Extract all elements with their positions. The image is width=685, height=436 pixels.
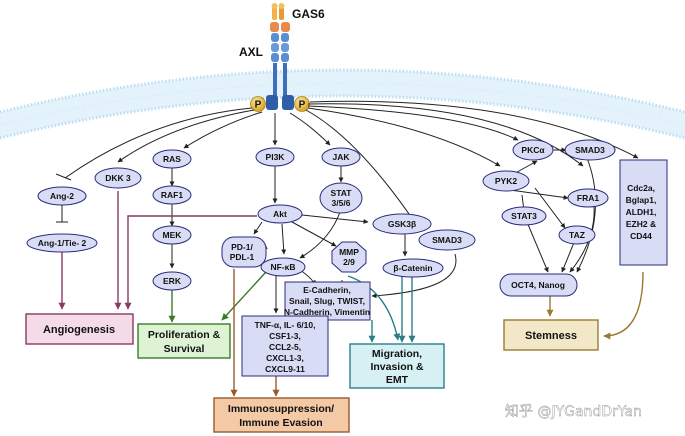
svg-text:Immune Evasion: Immune Evasion bbox=[239, 417, 322, 429]
svg-text:Migration,: Migration, bbox=[372, 348, 422, 360]
node-akt: Akt bbox=[257, 204, 303, 224]
node-taz: TAZ bbox=[558, 225, 596, 245]
node-smad3-mid: SMAD3 bbox=[418, 229, 476, 251]
svg-text:Snail, Slug, TWIST,: Snail, Slug, TWIST, bbox=[289, 296, 365, 306]
svg-text:Proliferation &: Proliferation & bbox=[148, 329, 221, 341]
svg-text:JAK: JAK bbox=[332, 152, 350, 162]
svg-text:RAS: RAS bbox=[163, 154, 181, 164]
svg-text:E-Cadherin,: E-Cadherin, bbox=[303, 285, 351, 295]
svg-text:PKCα: PKCα bbox=[521, 145, 545, 155]
node-oct4-nanog: OCT4, Nanog bbox=[499, 273, 578, 297]
svg-text:STAT3: STAT3 bbox=[511, 211, 537, 221]
svg-text:PDL-1: PDL-1 bbox=[230, 252, 255, 262]
node-dkk3: DKK 3 bbox=[94, 167, 142, 189]
svg-text:TNF-α, IL- 6/10,: TNF-α, IL- 6/10, bbox=[255, 320, 316, 330]
svg-text:PYK2: PYK2 bbox=[495, 176, 517, 186]
svg-text:GSK3β: GSK3β bbox=[388, 219, 416, 229]
svg-text:PD-1/: PD-1/ bbox=[231, 242, 253, 252]
edges-black bbox=[55, 100, 639, 314]
node-cytokines: TNF-α, IL- 6/10,CSF1-3,CCL2-5,CXCL1-3,CX… bbox=[241, 315, 329, 377]
phospho-right: P bbox=[294, 96, 310, 112]
node-pkca: PKCα bbox=[512, 139, 554, 161]
node-gsk3b: GSK3β bbox=[372, 213, 432, 235]
svg-text:Survival: Survival bbox=[164, 343, 205, 355]
node-stat3: STAT3 bbox=[501, 206, 547, 226]
svg-text:CXCL9-11: CXCL9-11 bbox=[265, 364, 305, 374]
svg-text:Ang-2: Ang-2 bbox=[50, 191, 74, 201]
node-mek: MEK bbox=[152, 225, 192, 245]
svg-text:ALDH1,: ALDH1, bbox=[626, 207, 657, 217]
svg-text:Cdc2a,: Cdc2a, bbox=[627, 183, 655, 193]
node-emt-markers: E-Cadherin,Snail, Slug, TWIST,N-Cadherin… bbox=[284, 281, 371, 321]
nodes: Ang-2 Ang-1/Tie- 2 DKK 3 RAS RAF1 MEK ER… bbox=[26, 139, 668, 377]
outcomes: Angiogenesis Proliferation & Survival Mig… bbox=[25, 313, 599, 433]
svg-text:Ang-1/Tie- 2: Ang-1/Tie- 2 bbox=[38, 238, 87, 248]
gas6-label: GAS6 bbox=[292, 7, 325, 21]
node-bcatenin: β-Catenin bbox=[382, 258, 444, 278]
svg-text:3/5/6: 3/5/6 bbox=[332, 198, 351, 208]
node-pdl1: PD-1/PDL-1 bbox=[221, 236, 267, 268]
svg-text:FRA1: FRA1 bbox=[577, 193, 599, 203]
svg-text:Immunosuppression/: Immunosuppression/ bbox=[228, 403, 334, 415]
axl-label: AXL bbox=[239, 45, 263, 59]
svg-text:CXCL1-3,: CXCL1-3, bbox=[266, 353, 304, 363]
svg-text:PI3K: PI3K bbox=[266, 152, 286, 162]
svg-text:TAZ: TAZ bbox=[569, 230, 585, 240]
phospho-left: P bbox=[250, 96, 266, 112]
svg-text:2/9: 2/9 bbox=[343, 257, 355, 267]
node-fra1: FRA1 bbox=[567, 188, 609, 208]
svg-text:CSF1-3,: CSF1-3, bbox=[269, 331, 301, 341]
svg-text:SMAD3: SMAD3 bbox=[575, 145, 605, 155]
svg-text:RAF1: RAF1 bbox=[161, 190, 183, 200]
node-ras: RAS bbox=[152, 149, 192, 169]
outcome-proliferation: Proliferation & Survival bbox=[137, 323, 231, 359]
svg-text:EZH2 &: EZH2 & bbox=[626, 219, 656, 229]
node-jak: JAK bbox=[321, 147, 361, 167]
svg-text:Angiogenesis: Angiogenesis bbox=[43, 324, 115, 336]
svg-text:Invasion &: Invasion & bbox=[370, 361, 424, 373]
node-ang2: Ang-2 bbox=[37, 186, 87, 206]
svg-text:CCL2-5,: CCL2-5, bbox=[269, 342, 301, 352]
svg-text:DKK 3: DKK 3 bbox=[105, 173, 131, 183]
svg-text:Bglap1,: Bglap1, bbox=[626, 195, 657, 205]
svg-text:N-Cadherin, Vimentin: N-Cadherin, Vimentin bbox=[284, 307, 370, 317]
gas6-ligand bbox=[271, 3, 285, 20]
svg-text:CD44: CD44 bbox=[630, 231, 652, 241]
node-stat356: STAT3/5/6 bbox=[319, 182, 363, 214]
svg-text:EMT: EMT bbox=[386, 374, 409, 386]
svg-text:SMAD3: SMAD3 bbox=[432, 235, 462, 245]
outcome-immunosuppression: Immunosuppression/Immune Evasion bbox=[213, 397, 350, 433]
node-pi3k: PI3K bbox=[255, 147, 295, 167]
edges-colored bbox=[58, 191, 644, 397]
svg-text:STAT: STAT bbox=[331, 188, 353, 198]
svg-text:P: P bbox=[299, 100, 306, 111]
svg-text:Stemness: Stemness bbox=[525, 330, 577, 342]
svg-text:ERK: ERK bbox=[163, 276, 182, 286]
svg-text:OCT4, Nanog: OCT4, Nanog bbox=[511, 280, 565, 290]
node-erk: ERK bbox=[152, 271, 192, 291]
svg-text:MMP: MMP bbox=[339, 247, 359, 257]
svg-text:Akt: Akt bbox=[273, 209, 287, 219]
node-raf1: RAF1 bbox=[152, 185, 192, 205]
outcome-migration: Migration,Invasion &EMT bbox=[349, 343, 445, 389]
axl-receptor bbox=[266, 22, 294, 110]
outcome-stemness: Stemness bbox=[503, 319, 599, 351]
watermark: 知乎 @JYGandDrYan bbox=[505, 403, 642, 420]
svg-text:β-Catenin: β-Catenin bbox=[393, 263, 432, 273]
node-smad3-right: SMAD3 bbox=[564, 139, 616, 161]
node-stem-markers: Cdc2a, Bglap1, ALDH1, EZH2 & CD44 bbox=[619, 159, 668, 266]
node-pyk2: PYK2 bbox=[482, 170, 530, 192]
outcome-angiogenesis: Angiogenesis bbox=[25, 313, 134, 345]
node-ang1-tie2: Ang-1/Tie- 2 bbox=[26, 233, 98, 253]
svg-text:P: P bbox=[255, 100, 262, 111]
node-nfkb: NF-κB bbox=[260, 257, 306, 277]
cell-membrane bbox=[0, 68, 685, 140]
svg-text:MEK: MEK bbox=[163, 230, 183, 240]
svg-text:NF-κB: NF-κB bbox=[270, 262, 295, 272]
